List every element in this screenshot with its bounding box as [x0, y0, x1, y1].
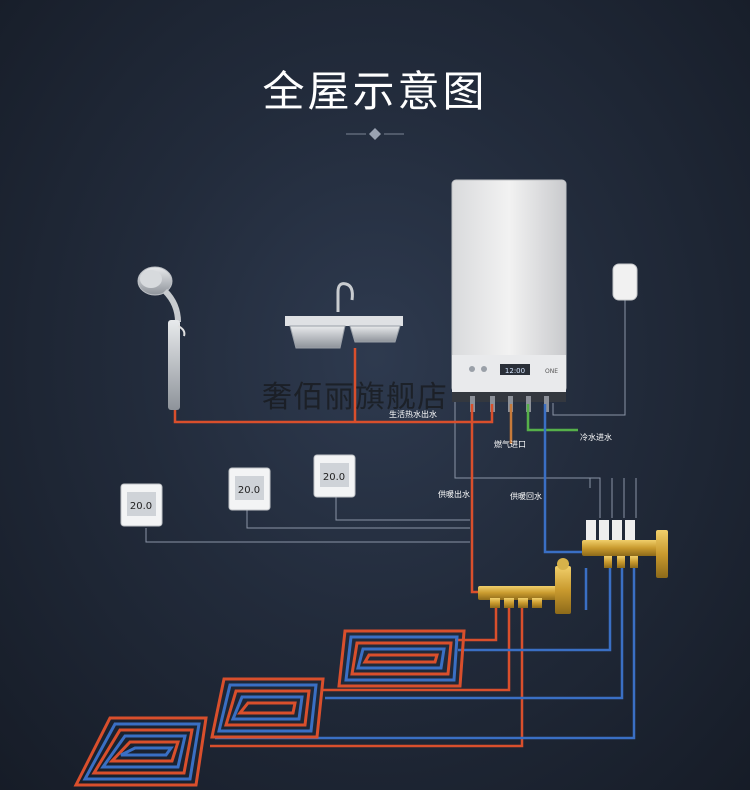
thermostat-1: 20.0: [120, 483, 163, 527]
supply-manifold: [478, 558, 571, 614]
thermostat-2: 20.0: [228, 467, 271, 511]
boiler-display-text: 12:00: [505, 367, 525, 375]
heating-return-pipe: [543, 404, 586, 554]
label-gas-inlet: 燃气进口: [494, 439, 526, 449]
control-wires: [145, 300, 637, 543]
thermostat-reading: 20.0: [130, 501, 152, 512]
floor-heating-loop-2: [210, 677, 325, 739]
floor-loop-feeds: [210, 568, 636, 748]
boiler-badge: ONE: [545, 368, 558, 375]
domestic-hot-water-pipe: [173, 348, 494, 424]
page-title: 全屋示意图: [262, 67, 488, 116]
store-watermark: 奢佰丽旗舰店: [262, 380, 448, 415]
shower-head-icon: [137, 266, 186, 410]
floor-heating-loop-1: [337, 629, 466, 688]
label-heating-supply: 供暖出水: [438, 489, 470, 499]
kitchen-sink-icon: [285, 282, 403, 349]
floor-heating-loop-3: [73, 716, 208, 787]
cold-water-inlet-pipe: [526, 404, 578, 432]
return-manifold: [582, 520, 668, 578]
heating-supply-pipe: [470, 404, 482, 594]
title-divider: [346, 128, 404, 140]
room-sensor-icon: [612, 263, 638, 301]
thermostat-reading: 20.0: [238, 485, 260, 496]
label-heating-return: 供暖回水: [510, 491, 542, 501]
wall-hung-boiler: 12:00 ONE: [451, 179, 567, 412]
boiler-display: [500, 364, 530, 375]
label-cold-water-in: 冷水进水: [580, 432, 612, 442]
thermostat-reading: 20.0: [323, 472, 345, 483]
label-domestic-hot-water-out: 生活热水出水: [389, 409, 437, 419]
thermostat-3: 20.0: [313, 454, 356, 498]
